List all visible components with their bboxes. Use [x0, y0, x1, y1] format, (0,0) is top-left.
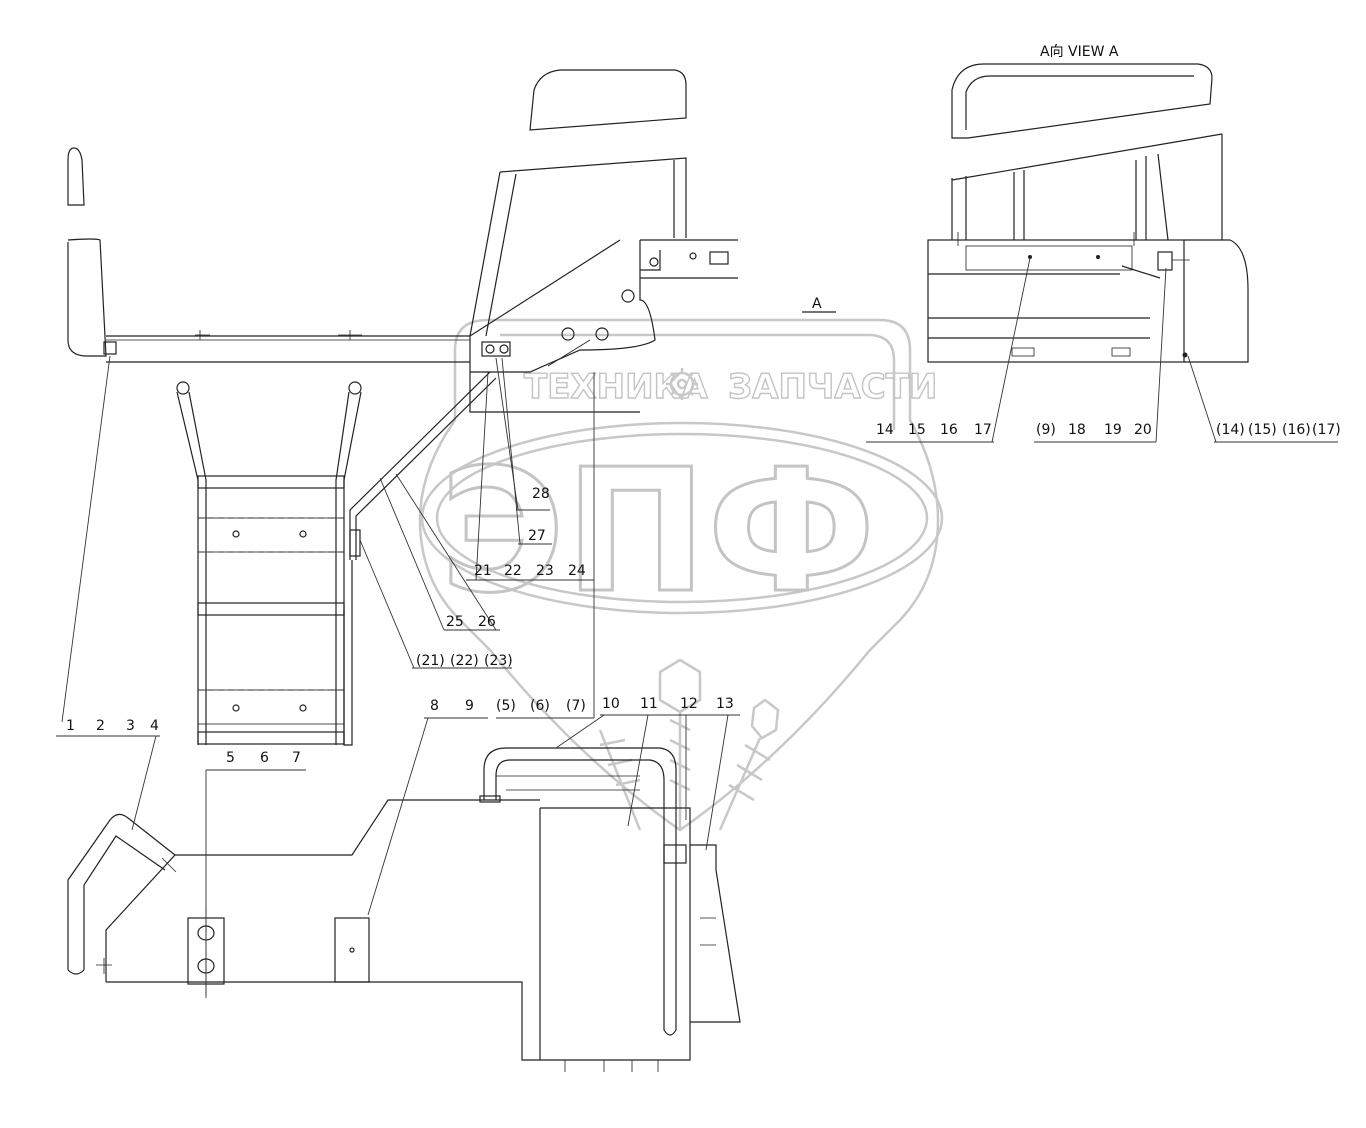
callout-7-ref: (7) — [566, 698, 586, 714]
callout-9: 9 — [465, 698, 474, 714]
watermark-text-right: ЗАПЧАСТИ — [728, 367, 937, 407]
callout-23-ref: (23) — [484, 653, 513, 669]
callout-5: 5 — [226, 750, 235, 766]
callout-8: 8 — [430, 698, 439, 714]
callout-27: 27 — [528, 528, 546, 544]
callout-18: 18 — [1068, 422, 1086, 438]
view-a-title: A向 VIEW A — [1040, 44, 1119, 60]
callout-21-ref: (21) — [416, 653, 445, 669]
callout-7: 7 — [292, 750, 301, 766]
callout-17: 17 — [974, 422, 992, 438]
callout-12: 12 — [680, 696, 698, 712]
callout-25: 25 — [446, 614, 464, 630]
callout-4: 4 — [150, 718, 159, 734]
watermark: ТЕХНИКА ЗАПЧАСТИ ЭПФ — [418, 318, 944, 832]
callout-15-ref: (15) — [1248, 422, 1277, 438]
callout-24: 24 — [568, 563, 586, 579]
callout-17-ref: (17) — [1312, 422, 1341, 438]
center-stanchion: A — [469, 69, 836, 413]
callout-16: 16 — [940, 422, 958, 438]
callout-1: 1 — [66, 718, 75, 734]
callout-2: 2 — [96, 718, 105, 734]
view-a: A向 VIEW A — [927, 44, 1249, 363]
left-handrail — [67, 147, 470, 363]
callout-20: 20 — [1134, 422, 1152, 438]
ladder-brace — [349, 371, 497, 560]
callout-10: 10 — [602, 696, 620, 712]
callout-3: 3 — [126, 718, 135, 734]
wheat-icon — [598, 658, 780, 831]
callout-9-ref: (9) — [1036, 422, 1056, 438]
callout-6-ref: (6) — [530, 698, 550, 714]
callout-6: 6 — [260, 750, 269, 766]
callout-28: 28 — [532, 486, 550, 502]
callout-labels: 1 2 3 4 5 6 7 8 9 (5) (6) (7) 10 11 12 1… — [66, 422, 1341, 766]
lower-platform — [67, 747, 741, 1072]
watermark-logo: ЭПФ — [440, 433, 876, 631]
leader-lines — [56, 257, 1338, 995]
callout-13: 13 — [716, 696, 734, 712]
callout-22: 22 — [504, 563, 522, 579]
callout-26: 26 — [478, 614, 496, 630]
callout-19: 19 — [1104, 422, 1122, 438]
callout-22-ref: (22) — [450, 653, 479, 669]
callout-14-ref: (14) — [1216, 422, 1245, 438]
callout-11: 11 — [640, 696, 658, 712]
view-arrow-label: A — [812, 296, 822, 312]
callout-14: 14 — [876, 422, 894, 438]
callout-16-ref: (16) — [1282, 422, 1311, 438]
callout-23: 23 — [536, 563, 554, 579]
ladder — [176, 381, 362, 746]
callout-21: 21 — [474, 563, 492, 579]
callout-5-ref: (5) — [496, 698, 516, 714]
callout-15: 15 — [908, 422, 926, 438]
gear-icon — [666, 368, 698, 400]
